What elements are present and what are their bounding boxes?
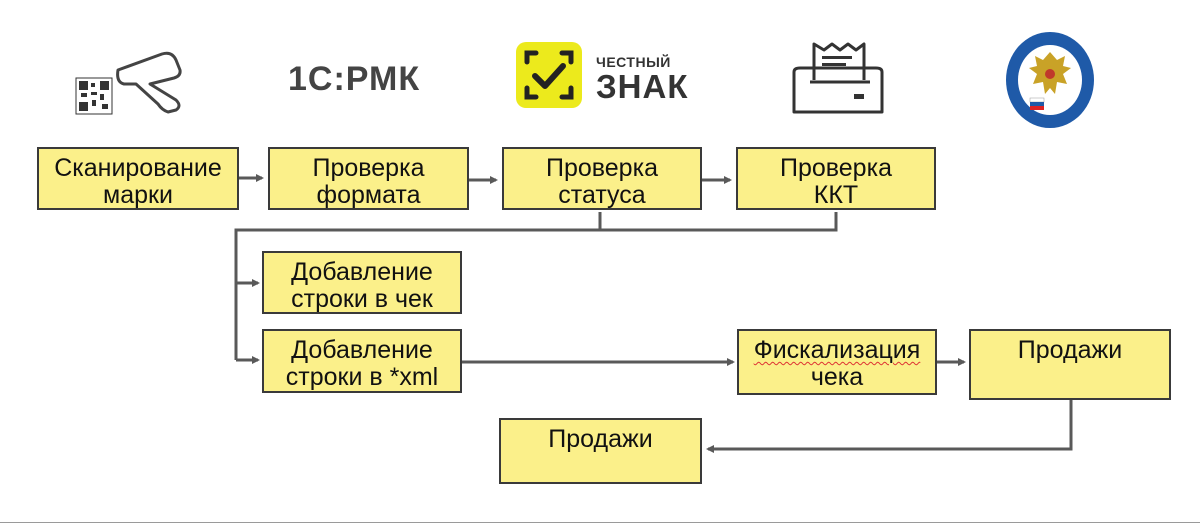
box-scan-line2: марки xyxy=(103,181,173,209)
box-format-line2: формата xyxy=(316,181,421,209)
box-kkt-line1: Проверка xyxy=(780,154,892,182)
box-sales-2: Продажи xyxy=(499,418,702,484)
box-kkt: Проверка ККТ xyxy=(736,147,936,210)
box-add-xml-line2: строки в *xml xyxy=(285,363,439,391)
box-add-receipt-line2: строки в чек xyxy=(291,285,433,313)
box-format: Проверка формата xyxy=(268,147,469,210)
box-format-line1: Проверка xyxy=(312,154,425,182)
box-status-line1: Проверка xyxy=(546,154,658,182)
znak-line1: ЧЕСТНЫЙ xyxy=(596,54,671,70)
box-kkt-line2: ККТ xyxy=(813,181,859,209)
divider xyxy=(0,522,1200,523)
box-sales-2-label: Продажи xyxy=(548,425,653,453)
box-fiscal-line2: чека xyxy=(810,363,864,391)
box-sales-1-label: Продажи xyxy=(1017,336,1123,364)
qr-scanner-icon xyxy=(75,51,182,115)
box-sales-1: Продажи xyxy=(969,329,1171,400)
bus-left xyxy=(234,228,600,360)
box-scan-line1: Сканирование xyxy=(54,154,222,182)
box-add-receipt-line1: Добавление xyxy=(291,258,433,286)
rmk-logo: 1С:РМК xyxy=(288,60,421,98)
box-status-line2: статуса xyxy=(558,181,646,209)
tax-service-emblem-icon xyxy=(1006,32,1094,128)
box-add-receipt: Добавление строки в чек xyxy=(262,251,462,314)
receipt-printer-icon xyxy=(792,42,884,114)
box-add-xml: Добавление строки в *xml xyxy=(262,329,462,393)
box-fiscal-line1: Фискализация xyxy=(753,336,921,364)
arrow-sales-sales xyxy=(706,400,1073,453)
znak-line2: ЗНАК xyxy=(596,68,689,105)
bus-line xyxy=(598,212,838,232)
checkmark-icon xyxy=(516,42,582,108)
box-fiscal: Фискализация чека xyxy=(737,329,937,395)
box-scan: Сканирование марки xyxy=(37,147,239,210)
box-status: Проверка статуса xyxy=(502,147,702,210)
box-add-xml-line1: Добавление xyxy=(291,336,433,364)
